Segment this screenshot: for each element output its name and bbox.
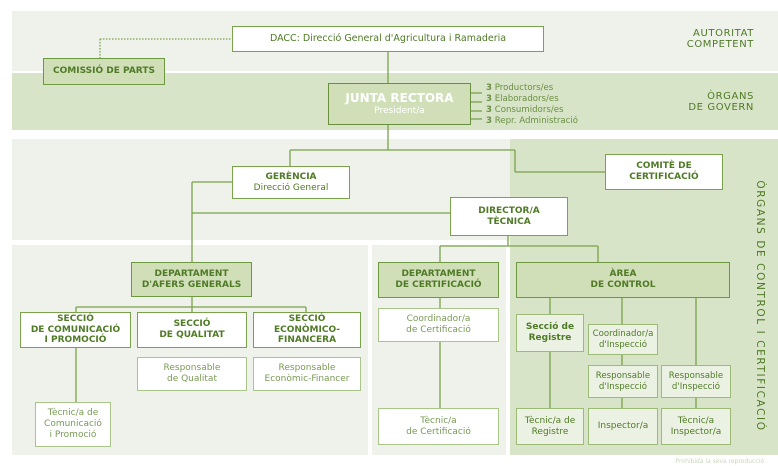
coord-certificacio-box: Coordinador/a de Certificació <box>378 308 499 342</box>
resp-insp-label-1: Responsable d'Inspecció <box>595 371 651 392</box>
comite-label: COMITÈ DE CERTIFICACIÓ <box>629 161 699 182</box>
seccio-qualitat-box: SECCIÓ DE QUALITAT <box>137 312 247 348</box>
tecnic-insp-label: Tècnic/a Inspector/a <box>670 415 722 437</box>
junta-members-list: 3 Productors/es 3 Elaboradors/es 3 Consu… <box>486 83 578 127</box>
tecnic-cert-label: Tècnic/a de Certificació <box>406 415 471 437</box>
seccio-com-label: SECCIÓ DE COMUNICACIÓ I PROMOCIÓ <box>30 313 121 346</box>
area-control-box: ÀREA DE CONTROL <box>516 262 730 298</box>
seccio-comunicacio-box: SECCIÓ DE COMUNICACIÓ I PROMOCIÓ <box>20 312 131 348</box>
coord-insp-label: Coordinador/a d'Inspecció <box>592 329 654 350</box>
dept-afers-label: DEPARTAMENT D'AFERS GENERALS <box>141 268 242 290</box>
seccio-reg-label: Secció de Registre <box>525 322 575 343</box>
dacc-box: DACC: Direcció General d'Agricultura i R… <box>232 26 544 52</box>
director-label: DIRECTOR/A TÈCNICA <box>478 205 540 227</box>
band-label-organs-govern: ÒRGANS DE GOVERN <box>688 91 754 114</box>
area-control-label: ÀREA DE CONTROL <box>590 269 656 290</box>
resp-inspeccio-box-2: Responsable d'Inspecció <box>661 365 731 398</box>
resp-inspeccio-box-1: Responsable d'Inspecció <box>588 365 658 398</box>
junta-member-item: 3 Productors/es <box>486 83 554 93</box>
director-tecnica-box: DIRECTOR/A TÈCNICA <box>450 197 568 236</box>
gerencia-title: GERÈNCIA <box>265 171 317 182</box>
dacc-label: DACC: Direcció General d'Agricultura i R… <box>269 33 507 45</box>
resp-qualitat-box: Responsable de Qualitat <box>137 357 247 391</box>
coord-inspeccio-box: Coordinador/a d'Inspecció <box>588 324 658 355</box>
coord-cert-label: Coordinador/a de Certificació <box>406 314 471 335</box>
junta-rectora-subtitle: President/a <box>374 105 425 116</box>
tecnic-certificacio-box: Tècnic/a de Certificació <box>378 408 499 445</box>
junta-rectora-title: JUNTA RECTORA <box>345 91 454 106</box>
tecnic-reg-label: Tècnic/a de Registre <box>524 415 576 437</box>
band-label-organs-control: ÒRGANS DE CONTROL I CERTIFICACIÓ <box>754 180 766 432</box>
seccio-registre-box: Secció de Registre <box>516 314 584 352</box>
resp-qual-label: Responsable de Qualitat <box>163 363 221 384</box>
junta-member-item: 3 Consumidors/es <box>486 105 564 115</box>
inspector-box: Inspector/a <box>588 408 658 445</box>
tecnic-comunicacio-box: Tècnic/a de Comunicació i Promoció <box>35 402 111 447</box>
junta-rectora-box: JUNTA RECTORA President/a <box>328 83 471 125</box>
resp-insp-label-2: Responsable d'Inspecció <box>668 371 724 392</box>
footer-note: Prohibida la seva reproducció <box>675 458 764 465</box>
comissio-box: COMISSIÓ DE PARTS <box>43 58 165 85</box>
resp-economic-box: Responsable Econòmic-Financer <box>253 357 361 391</box>
comissio-label: COMISSIÓ DE PARTS <box>53 66 155 77</box>
gerencia-box: GERÈNCIA Direcció General <box>232 166 350 199</box>
seccio-eco-label: SECCIÓ ECONÒMICO- FINANCERA <box>273 313 341 346</box>
resp-eco-label: Responsable Econòmic-Financer <box>264 363 350 384</box>
junta-member-item: 3 Repr. Administració <box>486 116 579 126</box>
seccio-qual-label: SECCIÓ DE QUALITAT <box>159 319 225 340</box>
tecnic-inspector-box: Tècnic/a Inspector/a <box>661 408 731 445</box>
gerencia-subtitle: Direcció General <box>253 182 329 193</box>
comite-certificacio-box: COMITÈ DE CERTIFICACIÓ <box>605 154 723 190</box>
tecnic-registre-box: Tècnic/a de Registre <box>516 408 584 445</box>
junta-member-item: 3 Elaboradors/es <box>486 94 559 104</box>
dept-cert-label: DEPARTAMENT DE CERTIFICACIÓ <box>395 269 482 290</box>
band-label-autoritat: AUTORITAT COMPETENT <box>686 28 754 51</box>
dept-afers-generals-box: DEPARTAMENT D'AFERS GENERALS <box>131 262 252 297</box>
tecnic-com-label: Tècnic/a de Comunicació i Promoció <box>44 408 102 440</box>
seccio-economico-box: SECCIÓ ECONÒMICO- FINANCERA <box>253 312 361 348</box>
inspector-label: Inspector/a <box>597 421 649 432</box>
dept-certificacio-box: DEPARTAMENT DE CERTIFICACIÓ <box>378 262 499 298</box>
